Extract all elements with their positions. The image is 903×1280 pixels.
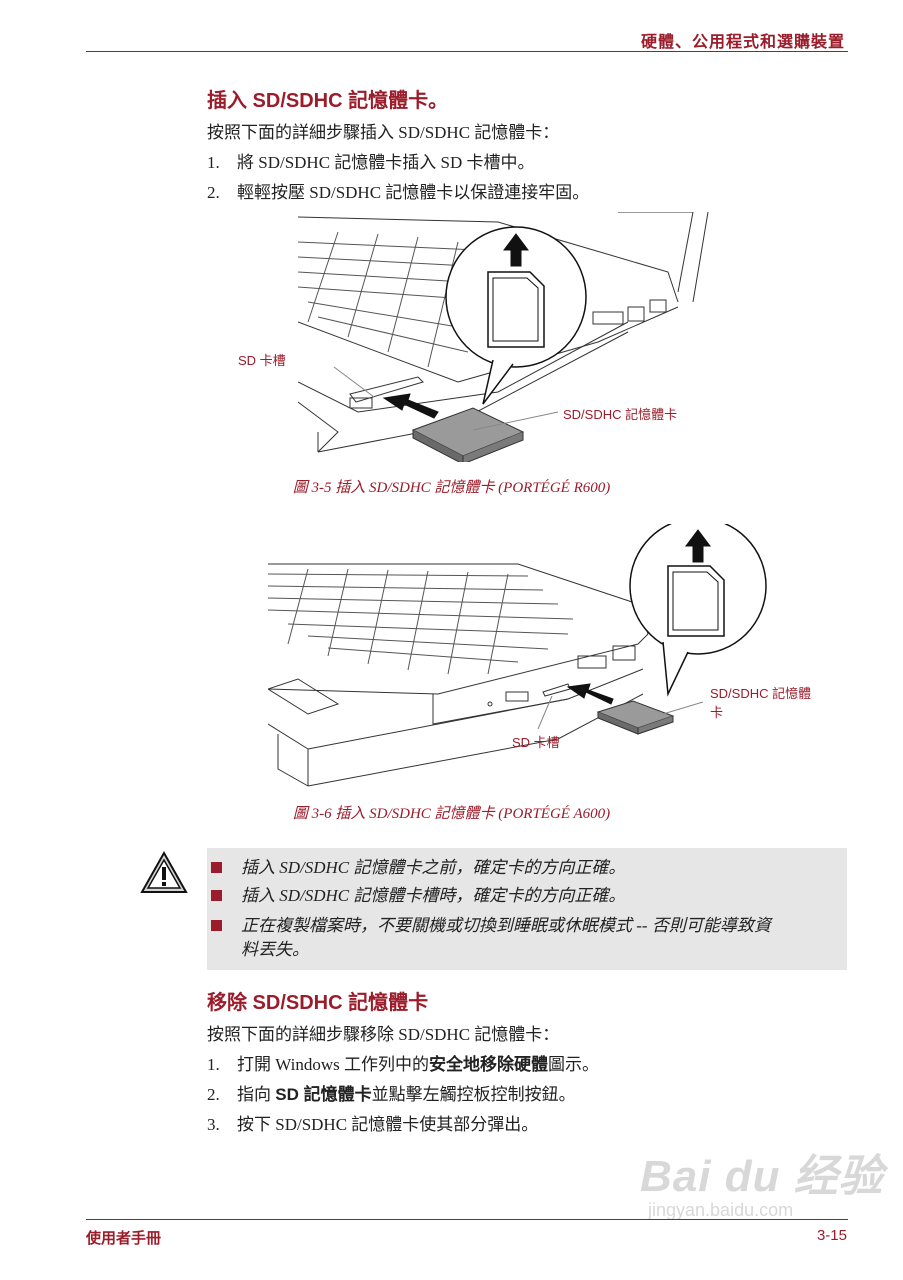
footer-rule xyxy=(86,1219,848,1220)
warning-text: 插入 SD/SDHC 記憶體卡之前，確定卡的方向正確。 xyxy=(241,858,626,877)
figure-1-laptop-illustration xyxy=(298,212,709,462)
step-text: 將 SD/SDHC 記憶體卡插入 SD 卡槽中。 xyxy=(237,153,535,172)
footer-manual-title: 使用者手冊 xyxy=(86,1230,162,1247)
step-text: 圖示。 xyxy=(547,1055,599,1074)
figure-2-caption: 圖 3-6 插入 SD/SDHC 記憶體卡 (PORTÉGÉ A600) xyxy=(292,806,611,822)
fig2-label-card-line-1: SD/SDHC 記憶體 xyxy=(710,686,812,701)
step-number: 2. xyxy=(207,1085,220,1104)
bullet-square xyxy=(211,890,222,901)
step-text-bold: SD 記憶體卡 xyxy=(275,1085,372,1104)
figure-2-laptop-illustration xyxy=(268,524,767,787)
fig1-label-slot: SD 卡槽 xyxy=(238,353,286,368)
watermark-logo-text: Bai du 经验 xyxy=(640,1152,884,1201)
fig1-label-card: SD/SDHC 記憶體卡 xyxy=(563,407,678,422)
page-number: 3-15 xyxy=(816,1227,847,1244)
step-text-bold: 安全地移除硬體 xyxy=(428,1055,548,1074)
insert-intro: 按照下面的詳細步驟插入 SD/SDHC 記憶體卡： xyxy=(207,123,560,142)
step-text: 輕輕按壓 SD/SDHC 記憶體卡以保證連接牢固。 xyxy=(237,183,590,202)
header-rule xyxy=(86,51,848,52)
insert-heading: 插入 SD/SDHC 記憶體卡。 xyxy=(207,90,449,112)
remove-step-1: 1. 打開 Windows 工作列中的安全地移除硬體圖示。 xyxy=(207,1050,599,1075)
step-number: 2. xyxy=(207,183,220,202)
step-number: 1. xyxy=(207,153,220,172)
step-text: 指向 xyxy=(237,1085,276,1104)
insert-step-2: 2. 輕輕按壓 SD/SDHC 記憶體卡以保證連接牢固。 xyxy=(207,178,589,203)
warning-text: 插入 SD/SDHC 記憶體卡槽時，確定卡的方向正確。 xyxy=(241,886,626,905)
insert-step-1: 1. 將 SD/SDHC 記憶體卡插入 SD 卡槽中。 xyxy=(207,148,535,173)
remove-intro: 按照下面的詳細步驟移除 SD/SDHC 記憶體卡： xyxy=(207,1025,560,1044)
watermark-url: jingyan.baidu.com xyxy=(648,1200,794,1220)
bullet-square xyxy=(211,920,222,931)
warning-box: 插入 SD/SDHC 記憶體卡之前，確定卡的方向正確。 插入 SD/SDHC 記… xyxy=(207,848,847,970)
remove-step-2: 2. 指向 SD 記憶體卡並點擊左觸控板控制按鈕。 xyxy=(207,1080,576,1105)
warning-text-line-2: 料丟失。 xyxy=(241,940,309,959)
step-number: 1. xyxy=(207,1055,220,1074)
baidu-watermark: Bai du 经验 jingyan.baidu.com xyxy=(640,1140,884,1221)
step-text: 打開 Windows 工作列中的 xyxy=(237,1055,429,1074)
warning-text-line-1: 正在複製檔案時，不要關機或切換到睡眠或休眠模式 -- 否則可能導致資 xyxy=(241,916,771,935)
running-header: 硬體、公用程式和選購裝置 xyxy=(640,34,845,51)
warning-icon xyxy=(140,850,188,893)
remove-step-3: 3. 按下 SD/SDHC 記憶體卡使其部分彈出。 xyxy=(207,1110,538,1135)
remove-heading: 移除 SD/SDHC 記憶體卡 xyxy=(207,992,429,1014)
figure-1-caption: 圖 3-5 插入 SD/SDHC 記憶體卡 (PORTÉGÉ R600) xyxy=(292,480,611,496)
step-text: 按下 SD/SDHC 記憶體卡使其部分彈出。 xyxy=(237,1115,539,1134)
step-number: 3. xyxy=(207,1115,220,1134)
step-text: 並點擊左觸控板控制按鈕。 xyxy=(371,1085,576,1104)
fig2-label-card-line-2: 卡 xyxy=(710,705,724,720)
warning-text: 正在複製檔案時，不要關機或切換到睡眠或休眠模式 -- 否則可能導致資 料丟失。 xyxy=(241,914,841,962)
fig2-label-slot: SD 卡槽 xyxy=(512,735,560,750)
fig2-label-card: SD/SDHC 記憶體 卡 xyxy=(710,683,811,721)
bullet-square xyxy=(211,862,222,873)
